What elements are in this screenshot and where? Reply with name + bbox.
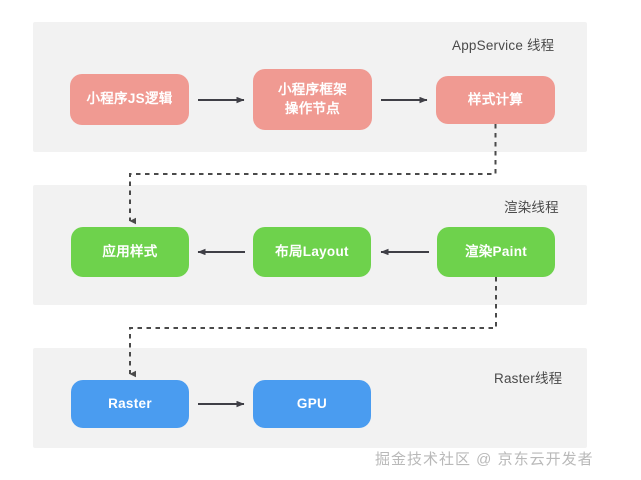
node-framework-line-2: 操作节点 — [284, 100, 341, 116]
node-apply-style[interactable]: 应用样式 — [71, 227, 189, 277]
node-gpu[interactable]: GPU — [253, 380, 371, 428]
node-framework-line-1: 小程序框架 — [278, 82, 347, 98]
node-paint[interactable]: 渲染Paint — [437, 227, 555, 277]
node-layout[interactable]: 布局Layout — [253, 227, 371, 277]
lane-label-appservice: AppService 线程 — [452, 38, 555, 53]
lane-label-render: 渲染线程 — [504, 200, 559, 215]
node-apply-style-line-1: 应用样式 — [102, 243, 158, 259]
node-style-calc[interactable]: 样式计算 — [436, 76, 555, 124]
node-framework[interactable]: 小程序框架 操作节点 — [253, 69, 372, 130]
node-raster[interactable]: Raster — [71, 380, 189, 428]
node-raster-line-1: Raster — [108, 395, 152, 411]
node-js-logic-line-1: 小程序JS逻辑 — [86, 91, 173, 107]
lane-label-raster: Raster线程 — [494, 371, 563, 386]
node-gpu-line-1: GPU — [296, 395, 328, 411]
watermark: 掘金技术社区 @ 京东云开发者 — [375, 451, 594, 468]
node-js-logic[interactable]: 小程序JS逻辑 — [70, 74, 189, 125]
node-layout-line-1: 布局Layout — [275, 243, 349, 259]
node-paint-line-1: 渲染Paint — [464, 243, 528, 259]
node-style-calc-line-1: 样式计算 — [467, 91, 524, 107]
